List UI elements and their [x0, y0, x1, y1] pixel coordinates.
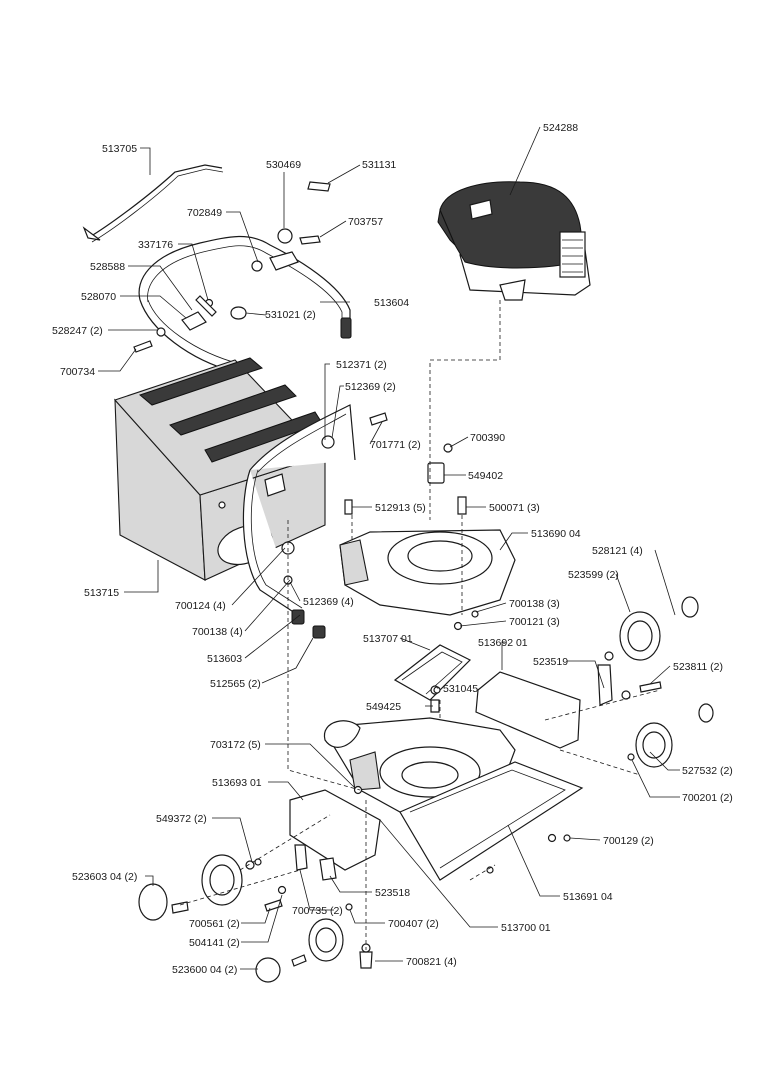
label-700390: 700390 — [470, 432, 505, 444]
wheel-left-bottom-drawing — [255, 918, 344, 983]
label-500071: 500071 (3) — [489, 502, 540, 514]
label-512913: 512913 (5) — [375, 502, 426, 514]
label-549372: 549372 (2) — [156, 813, 207, 825]
label-531021: 531021 (2) — [265, 309, 316, 321]
label-513693-01: 513693 01 — [212, 777, 262, 789]
label-528121: 528121 (4) — [592, 545, 643, 557]
label-700735: 700735 (2) — [292, 905, 343, 917]
label-702849: 702849 — [187, 207, 222, 219]
label-701771: 701771 (2) — [370, 439, 421, 451]
right-bracket-drawing — [475, 651, 662, 749]
label-337176: 337176 — [138, 239, 173, 251]
label-513707-01: 513707 01 — [363, 633, 413, 645]
label-700561: 700561 (2) — [189, 918, 240, 930]
wheel-right-top-drawing — [619, 596, 699, 661]
label-528588: 528588 — [90, 261, 125, 273]
label-524288: 524288 — [543, 122, 578, 134]
label-531131: 531131 — [362, 159, 396, 171]
label-527532: 527532 (2) — [682, 765, 733, 777]
label-512369-bottom: 512369 (4) — [303, 596, 354, 608]
label-513715: 513715 — [84, 587, 119, 599]
label-700124: 700124 (4) — [175, 600, 226, 612]
left-bracket-drawing — [245, 789, 381, 881]
label-700821: 700821 (4) — [406, 956, 457, 968]
part-labels: 513705 530469 531131 524288 702849 70375… — [52, 122, 733, 976]
label-523811: 523811 (2) — [673, 661, 723, 673]
assembly-dash-lines — [179, 300, 661, 950]
label-523600-04: 523600 04 (2) — [172, 964, 237, 976]
label-523518: 523518 — [375, 887, 410, 899]
label-513691-04: 513691 04 — [563, 891, 613, 903]
label-512371: 512371 (2) — [336, 359, 387, 371]
label-700121: 700121 (3) — [509, 616, 560, 628]
leader-lines — [98, 126, 680, 970]
label-700138-4: 700138 (4) — [192, 626, 243, 638]
label-703757: 703757 — [348, 216, 383, 228]
label-512369-top: 512369 (2) — [345, 381, 396, 393]
label-513604: 513604 — [374, 297, 409, 309]
label-549425: 549425 — [366, 701, 401, 713]
label-513692-01: 513692 01 — [478, 637, 528, 649]
label-700734: 700734 — [60, 366, 95, 378]
motor-plate-drawing — [339, 529, 516, 616]
chute-drawing — [393, 644, 472, 713]
label-530469: 530469 — [266, 159, 301, 171]
mid-hardware-drawing — [312, 412, 467, 639]
label-528070: 528070 — [81, 291, 116, 303]
label-700138-3: 700138 (3) — [509, 598, 560, 610]
label-549402: 549402 — [468, 470, 503, 482]
misc-hardware-drawing — [171, 610, 635, 969]
wheel-left-top-drawing — [138, 854, 243, 921]
label-504141: 504141 (2) — [189, 937, 240, 949]
label-513700-01: 513700 01 — [501, 922, 551, 934]
label-513705: 513705 — [102, 143, 137, 155]
label-523599: 523599 (2) — [568, 569, 619, 581]
label-513690-04: 513690 04 — [531, 528, 581, 540]
engine-drawing — [437, 181, 591, 301]
deck-drawing — [399, 761, 584, 881]
lower-handle-drawing — [242, 404, 356, 625]
upper-handle-bar-drawing — [82, 164, 224, 243]
label-523603-04: 523603 04 (2) — [72, 871, 137, 883]
label-513603: 513603 — [207, 653, 242, 665]
label-700407: 700407 (2) — [388, 918, 439, 930]
label-700129: 700129 (2) — [603, 835, 654, 847]
label-523519: 523519 — [533, 656, 568, 668]
label-531045: 531045 — [443, 683, 478, 695]
wheel-right-bottom-drawing — [635, 703, 714, 768]
label-700201: 700201 (2) — [682, 792, 733, 804]
label-plate-drawing — [307, 181, 331, 192]
label-512565: 512565 (2) — [210, 678, 261, 690]
label-528247: 528247 (2) — [52, 325, 103, 337]
label-703172: 703172 (5) — [210, 739, 261, 751]
